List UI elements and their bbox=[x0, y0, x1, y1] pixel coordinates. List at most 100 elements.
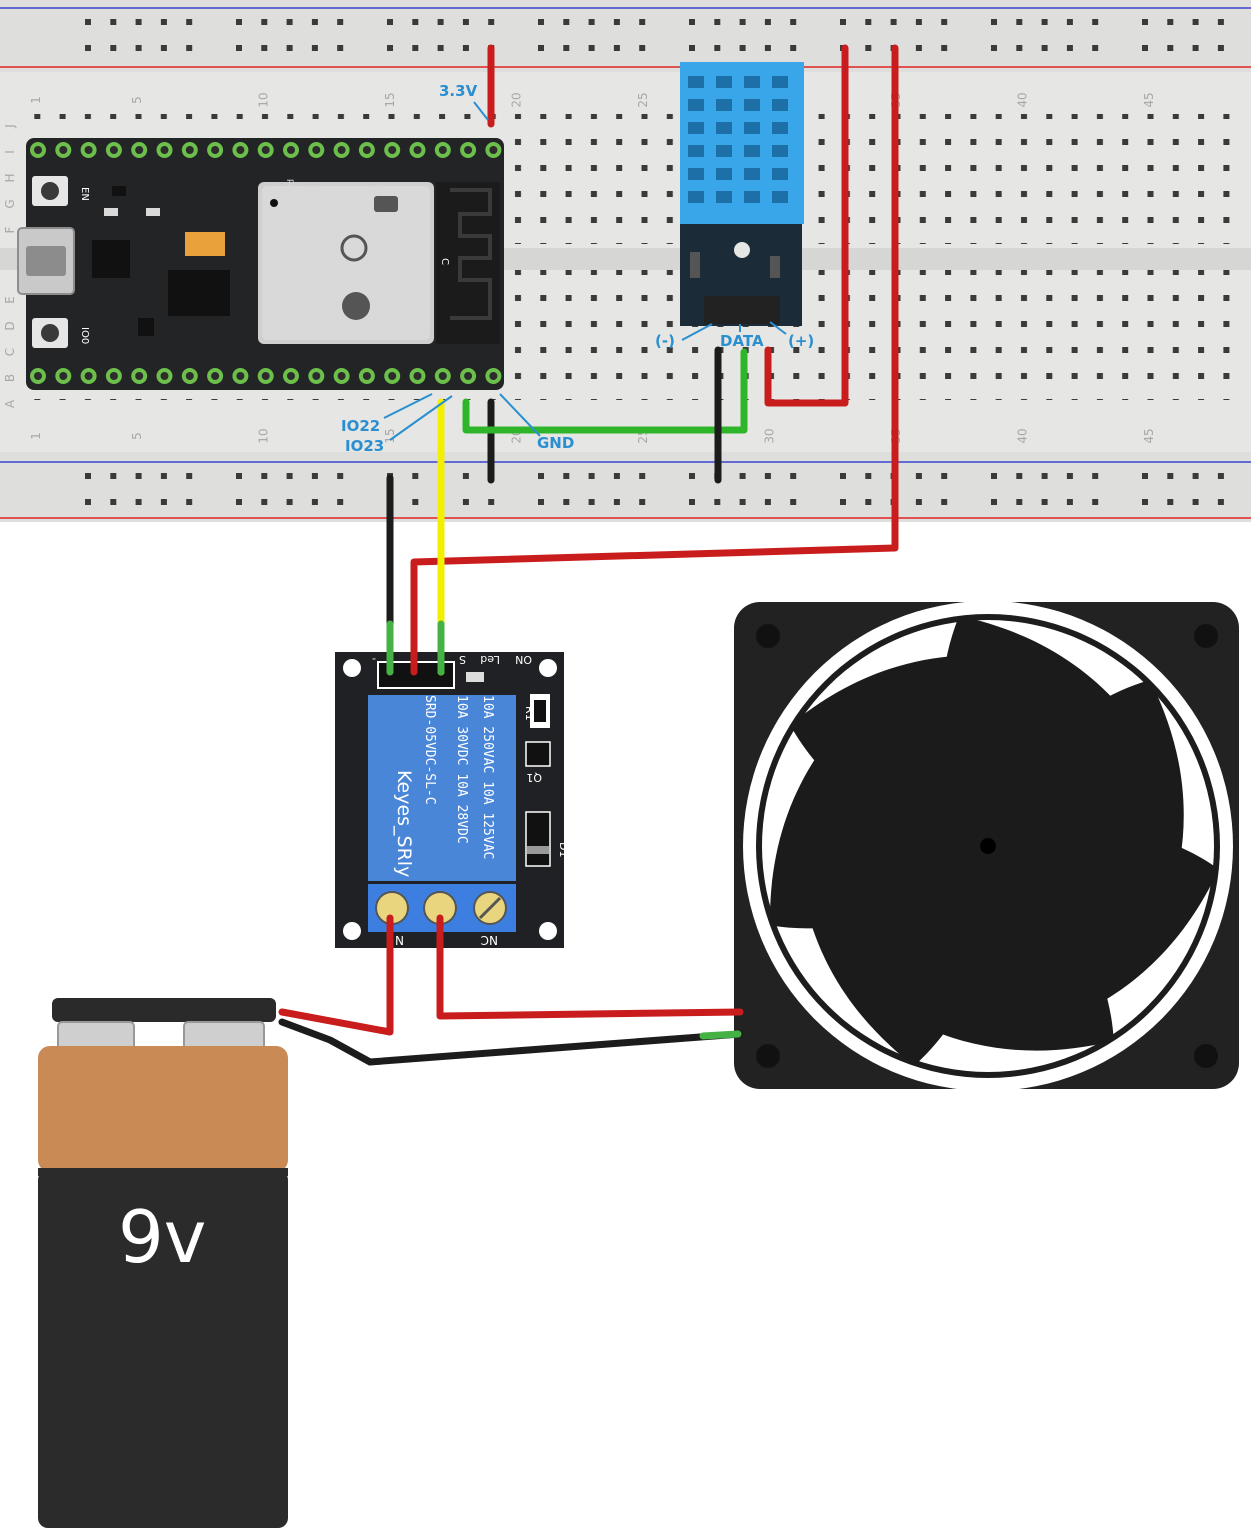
rail-hole bbox=[991, 473, 997, 479]
rail-hole bbox=[462, 473, 469, 479]
rail-hole bbox=[1016, 499, 1023, 505]
esp32-board: EN IO0 ESP-WROOM-32 205 - 000519 FCC 9D:… bbox=[17, 138, 504, 390]
rail-hole bbox=[588, 19, 595, 25]
row-number: 15 bbox=[383, 92, 397, 107]
regulator-chip bbox=[168, 270, 230, 316]
rail-hole bbox=[739, 473, 746, 479]
rail-hole bbox=[311, 45, 318, 51]
rail-hole bbox=[1142, 19, 1148, 25]
dht11-vent bbox=[772, 168, 788, 180]
esp32-pin-hole bbox=[312, 372, 321, 380]
rail-hole bbox=[135, 473, 142, 479]
dht11-vent bbox=[744, 145, 760, 157]
esp32-pin-hole bbox=[236, 146, 245, 154]
row-number: 45 bbox=[1142, 428, 1156, 443]
rail-hole bbox=[1016, 45, 1023, 51]
relay-header-on: ON bbox=[515, 653, 532, 666]
rail-hole bbox=[286, 499, 293, 505]
rail-hole bbox=[1192, 473, 1199, 479]
row-number: 20 bbox=[510, 92, 524, 107]
rail-hole bbox=[1016, 473, 1023, 479]
relay-hole-bl bbox=[343, 922, 361, 940]
io0-button-cap bbox=[41, 324, 59, 342]
rail-hole bbox=[437, 19, 444, 25]
relay-rating-text: 10A 250VAC 10A 125VAC 10A 30VDC 10A 28VD… bbox=[422, 695, 495, 859]
wires bbox=[278, 44, 899, 1066]
smd-component-1 bbox=[104, 208, 118, 216]
rail-hole bbox=[337, 19, 344, 25]
rail-hole bbox=[739, 499, 746, 505]
leader-io23 bbox=[389, 395, 453, 441]
rail-hole bbox=[840, 499, 846, 505]
esp32-pin-hole bbox=[236, 372, 245, 380]
esp32-pin-hole bbox=[464, 372, 473, 380]
wire-tip-3 bbox=[699, 1030, 742, 1040]
relay-header-s: S bbox=[459, 653, 466, 666]
usb-uart-chip bbox=[92, 240, 130, 278]
antenna-trace bbox=[450, 188, 492, 320]
esp32-pin-hole bbox=[211, 372, 220, 380]
esp32-pin-hole bbox=[362, 372, 371, 380]
esp32-pin-hole bbox=[489, 146, 498, 154]
relay-header-minus: - bbox=[372, 653, 376, 666]
smd-component-2 bbox=[146, 208, 160, 216]
row-number: 40 bbox=[1016, 92, 1030, 107]
rail-hole bbox=[1016, 19, 1023, 25]
rail-hole bbox=[1066, 473, 1073, 479]
rail-hole bbox=[85, 473, 91, 479]
rail-hole bbox=[538, 45, 544, 51]
wire-dht-data bbox=[462, 348, 748, 434]
label-d1: D1 bbox=[557, 842, 570, 857]
esp32-pin-hole bbox=[287, 146, 295, 154]
esp32-pin-hole bbox=[261, 372, 270, 380]
label-minus: (-) bbox=[655, 332, 675, 350]
rail-hole bbox=[563, 499, 570, 505]
dht11-header bbox=[704, 296, 780, 324]
row-number: 1 bbox=[29, 432, 43, 440]
rail-hole bbox=[639, 473, 646, 479]
rail-hole bbox=[1167, 499, 1174, 505]
row-letter: F bbox=[3, 226, 17, 233]
row-letter: I bbox=[3, 150, 17, 154]
rail-hole bbox=[915, 19, 922, 25]
diode-d1-band bbox=[527, 846, 549, 854]
rail-hole bbox=[1192, 19, 1199, 25]
module-line-1: ESP-WROOM-32 bbox=[373, 185, 383, 256]
dht11-vent bbox=[716, 99, 732, 111]
rail-hole bbox=[790, 45, 797, 51]
rail-hole bbox=[286, 19, 293, 25]
row-number: 10 bbox=[257, 92, 271, 107]
rail-hole bbox=[538, 499, 544, 505]
rail-hole bbox=[865, 45, 872, 51]
esp32-pin-hole bbox=[312, 146, 321, 154]
rail-hole bbox=[941, 19, 948, 25]
rail-hole bbox=[588, 473, 595, 479]
esp-wroom-shield-inner bbox=[262, 186, 430, 340]
esp32-pin-hole bbox=[388, 146, 397, 154]
esp32-pin-hole bbox=[160, 372, 169, 380]
rail-hole bbox=[689, 45, 695, 51]
rail-hole bbox=[1217, 19, 1224, 25]
row-letter: H bbox=[3, 173, 17, 182]
rail-hole bbox=[85, 19, 91, 25]
row-number: 15 bbox=[383, 428, 397, 443]
esp32-pin-hole bbox=[135, 372, 144, 380]
row-number: 5 bbox=[130, 432, 144, 440]
esp32-pin-hole bbox=[261, 146, 270, 154]
rail-hole bbox=[186, 499, 193, 505]
rail-hole bbox=[412, 45, 419, 51]
row-number: 45 bbox=[1142, 92, 1156, 107]
label-io23: IO23 bbox=[345, 437, 384, 455]
antenna-mark: C bbox=[439, 258, 450, 265]
rail-hole bbox=[186, 45, 193, 51]
row-letter: C bbox=[3, 348, 17, 356]
row-letter: A bbox=[3, 399, 17, 408]
rail-hole bbox=[135, 45, 142, 51]
esp32-pin-hole bbox=[211, 146, 220, 154]
rail-hole bbox=[1066, 45, 1073, 51]
dht11-vent bbox=[772, 191, 788, 203]
leader-io22 bbox=[383, 393, 433, 419]
rail-hole bbox=[613, 19, 620, 25]
rail-hole bbox=[1167, 19, 1174, 25]
rail-hole bbox=[991, 19, 997, 25]
